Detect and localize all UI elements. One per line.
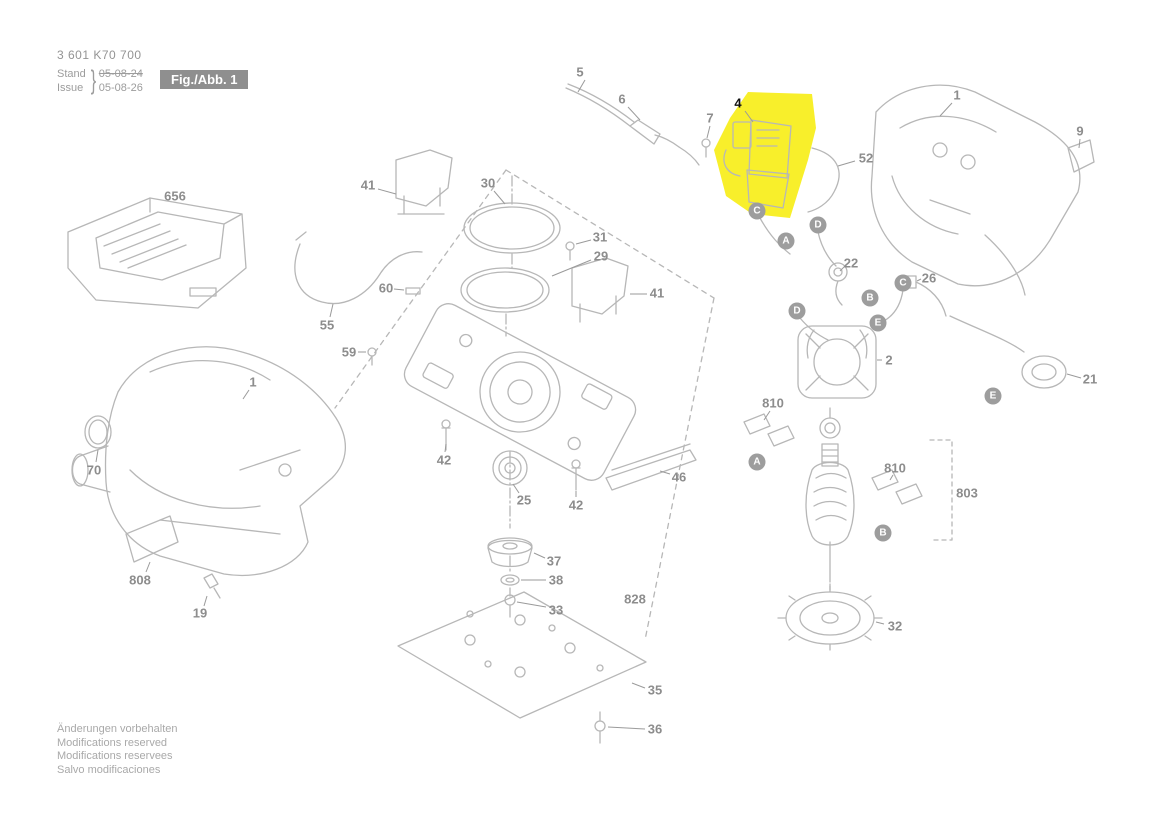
stand-label: Stand: [57, 67, 86, 80]
part-callout-1: 1: [953, 87, 961, 103]
part-callout-33: 33: [548, 602, 564, 618]
assembly-ref-badge-D: D: [788, 302, 806, 320]
assembly-ref-badge-C: C: [894, 274, 912, 292]
part-callout-36: 36: [647, 721, 663, 737]
part-callout-52: 52: [858, 150, 874, 166]
assembly-ref-badge-C: C: [748, 202, 766, 220]
assembly-ref-badge-B: B: [861, 289, 879, 307]
part-callout-42: 42: [568, 497, 584, 513]
part-callout-37: 37: [546, 553, 562, 569]
assembly-ref-badge-E: E: [869, 314, 887, 332]
part-callout-70: 70: [86, 462, 102, 478]
part-callout-1: 1: [249, 374, 257, 390]
part-callout-9: 9: [1076, 123, 1084, 139]
issue-date: 05-08-26: [98, 81, 143, 94]
part-callout-31: 31: [592, 229, 608, 245]
part-callout-5: 5: [576, 64, 584, 80]
part-callout-808: 808: [129, 572, 151, 588]
part-callout-59: 59: [341, 344, 357, 360]
part-callout-42: 42: [436, 452, 452, 468]
part-callout-32: 32: [887, 618, 903, 634]
notice-line-de: Änderungen vorbehalten: [57, 723, 178, 735]
part-callout-25: 25: [516, 492, 532, 508]
assembly-ref-badge-A: A: [777, 232, 795, 250]
notice-line-fr: Modifications reservees: [57, 750, 173, 762]
part-callout-22: 22: [843, 255, 859, 271]
part-callout-60: 60: [378, 280, 394, 296]
notice-line-es: Salvo modificaciones: [57, 763, 161, 776]
part-callout-46: 46: [671, 469, 687, 485]
part-callout-4: 4: [734, 95, 742, 111]
part-callout-810: 810: [884, 460, 906, 476]
part-callout-828: 828: [624, 591, 646, 607]
issue-label: Issue: [57, 81, 84, 94]
part-callout-35: 35: [647, 682, 663, 698]
assembly-ref-badge-A: A: [748, 453, 766, 471]
part-callout-41: 41: [360, 177, 376, 193]
stand-date: 05-08-24: [98, 67, 143, 80]
part-callout-29: 29: [593, 248, 609, 264]
document-part-number: 3 601 K70 700: [57, 48, 142, 62]
part-callout-810: 810: [762, 395, 784, 411]
part-callout-7: 7: [706, 110, 714, 126]
part-callout-19: 19: [192, 605, 208, 621]
part-callout-55: 55: [319, 317, 335, 333]
issue-block: Stand Issue } 05-08-24 05-08-26: [57, 65, 143, 96]
part-callout-803: 803: [956, 485, 978, 501]
modifications-notice: Änderungen vorbehalten Modifications res…: [57, 723, 177, 777]
part-callout-26: 26: [921, 270, 937, 286]
part-callout-30: 30: [480, 175, 496, 191]
assembly-ref-badge-B: B: [874, 524, 892, 542]
assembly-ref-badge-D: D: [809, 216, 827, 234]
part-callout-6: 6: [618, 91, 626, 107]
part-callout-38: 38: [548, 572, 564, 588]
part-callout-21: 21: [1082, 371, 1098, 387]
part-callout-656: 656: [164, 188, 186, 204]
part-callout-41: 41: [649, 285, 665, 301]
notice-line-en: Modifications reserved: [57, 736, 168, 749]
assembly-ref-badge-E: E: [984, 387, 1002, 405]
issue-brace: }: [90, 65, 96, 95]
figure-label-box: Fig./Abb. 1: [160, 70, 249, 89]
part-callout-2: 2: [885, 352, 893, 368]
